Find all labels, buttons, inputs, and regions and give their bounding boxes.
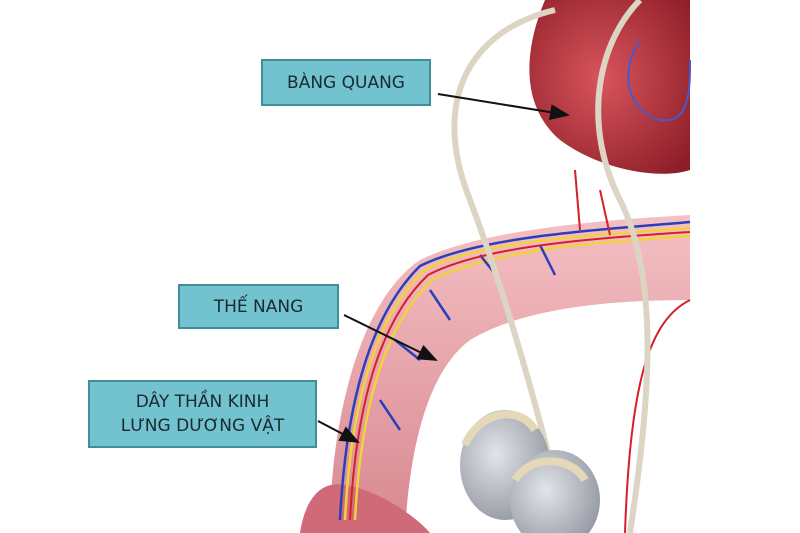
corpus-arrow (343, 314, 438, 361)
bladder-arrow (437, 93, 570, 121)
label-dorsal-nerve-line2: LƯNG DƯƠNG VẬT (120, 416, 285, 436)
vas-deferens (451, 0, 651, 533)
glans (300, 484, 430, 533)
label-dorsal-nerve-line1: DÂY THẦN KINH (135, 392, 270, 412)
label-dorsal-nerve: DÂY THẦN KINH LƯNG DƯƠNG VẬT (88, 380, 317, 448)
bladder (529, 0, 690, 174)
label-bladder: BÀNG QUANG (261, 59, 431, 106)
bladder-vessel (627, 39, 691, 122)
label-corpus: THẾ NANG (178, 284, 339, 329)
nerve-arrow (317, 420, 360, 443)
